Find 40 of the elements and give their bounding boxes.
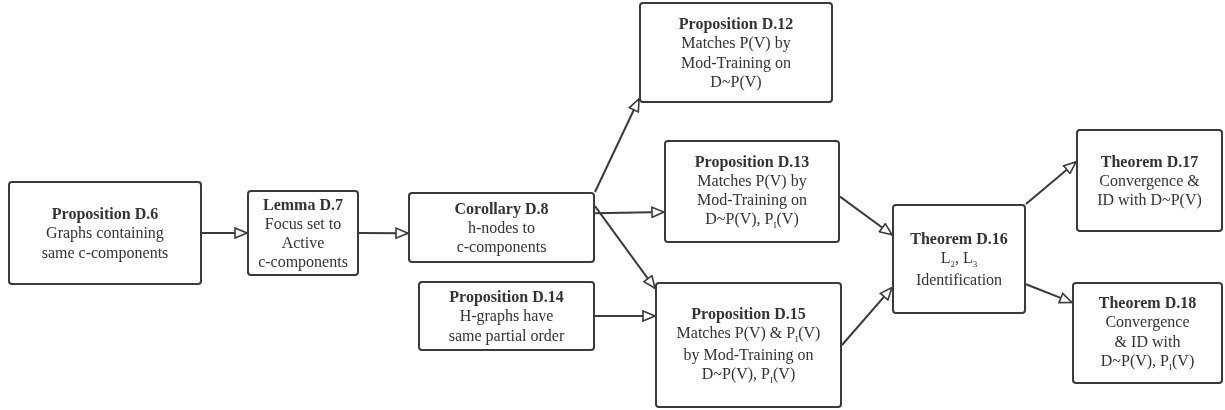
- theorem-box: [1076, 129, 1223, 232]
- theorem-box: [247, 190, 359, 276]
- box-description: H-graphs have same partial order: [447, 306, 566, 345]
- box-title: Lemma D.7: [263, 194, 343, 214]
- arrow: [839, 195, 893, 236]
- arrow: [594, 206, 665, 219]
- arrow: [358, 227, 409, 239]
- box-description: L$_{2}$, L$_{3}$ Identification: [914, 248, 1004, 290]
- arrow: [1025, 283, 1073, 304]
- theorem-box: [408, 192, 595, 263]
- box-description: Focus set to Active c-components: [257, 213, 349, 272]
- arrow: [201, 227, 248, 239]
- box-description: h-nodes to c-components: [455, 218, 548, 257]
- box-title: Proposition D.12: [678, 14, 794, 34]
- box-description: Convergence & ID with D~P(V), P$_{I}$(V): [1100, 312, 1195, 373]
- theorem-box: [892, 204, 1026, 314]
- theorem-box: [8, 181, 202, 285]
- theorem-box: [1072, 282, 1223, 384]
- theorem-box: [664, 140, 840, 243]
- box-description: Matches P(V) & P$_{I}$(V) by Mod-Training on D~P(V), P$_{I}$(V): [675, 323, 822, 387]
- arrow: [594, 310, 656, 322]
- box-title: Proposition D.15: [691, 303, 806, 323]
- arrow: [594, 97, 640, 193]
- box-title: Theorem D.16: [910, 228, 1008, 248]
- arrow: [594, 205, 656, 290]
- box-description: Matches P(V) by Mod-Training on D~P(V): [679, 33, 793, 91]
- box-title: Proposition D.6: [51, 204, 159, 224]
- box-title: Corollary D.8: [454, 198, 549, 218]
- box-title: Theorem D.17: [1100, 151, 1199, 171]
- box-title: Theorem D.18: [1098, 293, 1197, 313]
- arrow: [1025, 160, 1077, 205]
- theorem-box: [655, 282, 842, 408]
- box-title: Proposition D.13: [694, 151, 810, 171]
- box-description: Convergence & ID with D~P(V): [1096, 170, 1203, 210]
- box-description: Graphs containing same c-components: [40, 223, 170, 262]
- theorem-box: [418, 281, 595, 351]
- theorem-box: [639, 2, 833, 103]
- arrow: [841, 286, 893, 346]
- box-title: Proposition D.14: [449, 287, 564, 307]
- box-description: Matches P(V) by Mod-Training on D~P(V), P$_{I}$(V): [695, 171, 809, 232]
